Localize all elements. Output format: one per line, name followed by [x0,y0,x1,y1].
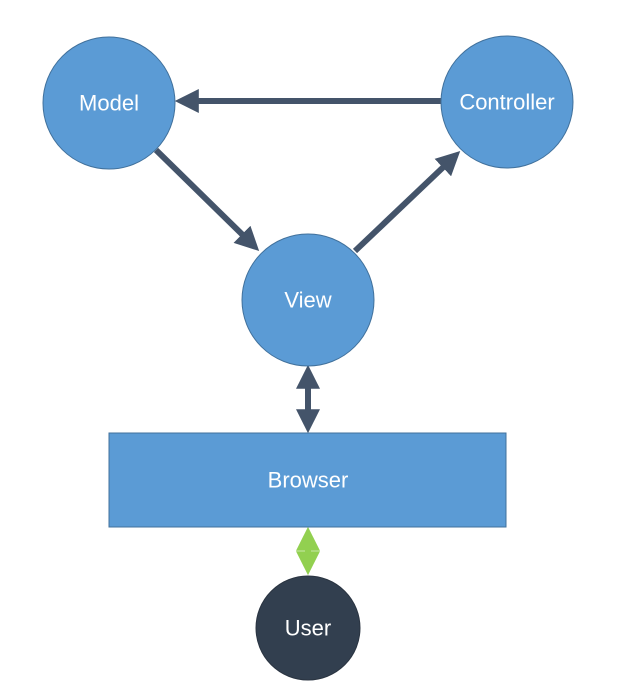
view-node: View [241,233,375,367]
arrow-view-to-controller [352,151,461,254]
model-label: Model [79,91,139,116]
arrow-model-to-view [153,147,260,252]
user-label: User [285,616,331,641]
browser-label: Browser [268,468,349,493]
browser-node: Browser [108,432,507,528]
model-node: Model [42,36,176,170]
view-label: View [284,288,331,313]
controller-node: Controller [440,35,574,169]
user-node: User [255,575,361,681]
controller-label: Controller [459,90,554,115]
